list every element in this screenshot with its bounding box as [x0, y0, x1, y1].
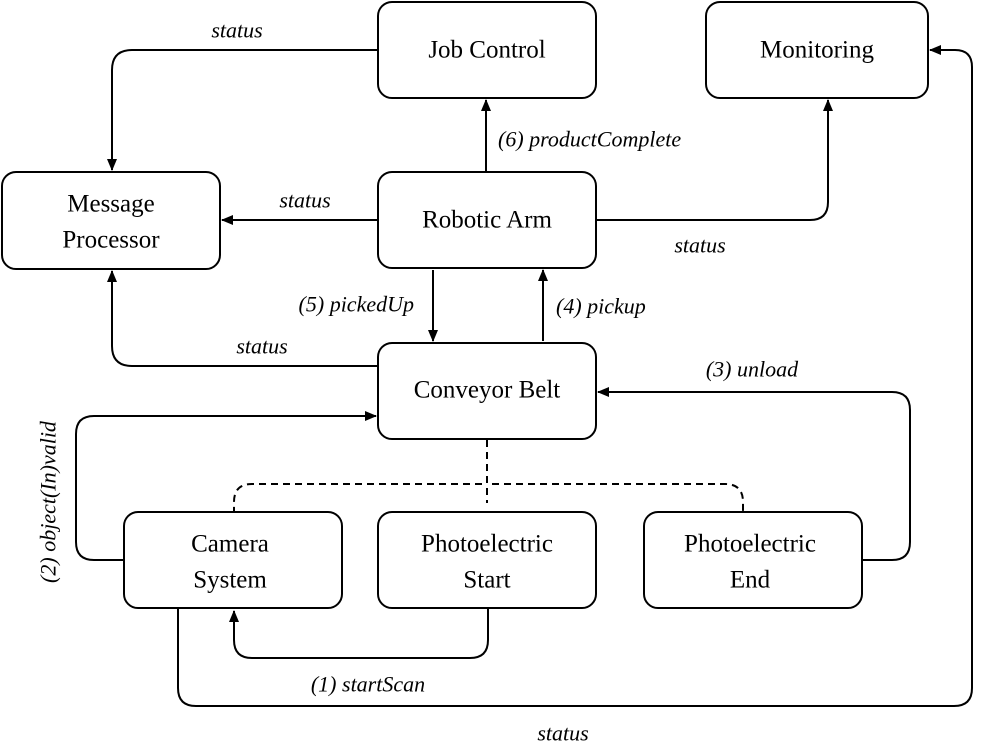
edge-arm-to-belt-label: (5) pickedUp — [299, 292, 414, 317]
edge-start-to-camera — [229, 608, 489, 659]
node-message-processor: Message Processor — [1, 171, 221, 270]
edge-camera-to-monitoring-label: status — [537, 721, 588, 746]
edge-camera-to-belt — [75, 411, 377, 561]
edge-arm-to-monitoring — [596, 99, 833, 221]
edge-start-to-camera-label: (1) startScan — [311, 672, 425, 697]
node-photoelectric-end-label-line1: Photoelectric — [684, 531, 816, 558]
edge-end-to-belt-label: (3) unload — [706, 357, 799, 382]
edge-labels: status (6) productComplete status status… — [36, 18, 800, 746]
nodes: Job Control Monitoring Message Processor… — [1, 1, 929, 609]
edge-belt-to-message-label: status — [236, 334, 287, 359]
edges — [75, 45, 973, 707]
node-camera-system-label-line1: Camera — [191, 531, 269, 558]
edge-camera-to-monitoring — [177, 45, 973, 707]
node-camera-system: Camera System — [123, 511, 343, 609]
edge-arm-to-monitoring-label: status — [674, 233, 725, 258]
dashed-to-end — [492, 483, 744, 512]
node-camera-system-label-line2: System — [193, 567, 267, 594]
edge-belt-to-message — [107, 270, 378, 367]
node-photoelectric-end: Photoelectric End — [643, 511, 863, 609]
edge-arm-to-message-label: status — [279, 188, 330, 213]
node-monitoring: Monitoring — [705, 1, 929, 99]
node-robotic-arm: Robotic Arm — [377, 171, 597, 269]
node-photoelectric-end-label-line2: End — [730, 567, 771, 594]
node-photoelectric-start-label-line1: Photoelectric — [421, 531, 553, 558]
node-conveyor-belt: Conveyor Belt — [377, 342, 597, 440]
node-monitoring-label: Monitoring — [760, 37, 874, 64]
edge-job-to-message-label: status — [211, 18, 262, 43]
edge-end-to-belt — [597, 387, 911, 561]
node-robotic-arm-label: Robotic Arm — [422, 207, 552, 234]
edge-job-to-message — [107, 49, 378, 171]
node-message-processor-label-line2: Processor — [62, 227, 160, 254]
node-photoelectric-start-label-line2: Start — [463, 567, 510, 594]
edge-camera-to-belt-label: (2) object(In)valid — [36, 420, 61, 583]
dashed-to-camera — [233, 483, 482, 512]
node-message-processor-label-line1: Message — [67, 191, 154, 218]
node-job-control: Job Control — [377, 1, 597, 99]
edge-belt-to-arm-label: (4) pickup — [556, 294, 646, 319]
node-conveyor-belt-label: Conveyor Belt — [414, 377, 561, 404]
edge-arm-to-job-label: (6) productComplete — [498, 127, 681, 152]
node-photoelectric-start: Photoelectric Start — [377, 511, 597, 609]
node-job-control-label: Job Control — [428, 37, 545, 64]
